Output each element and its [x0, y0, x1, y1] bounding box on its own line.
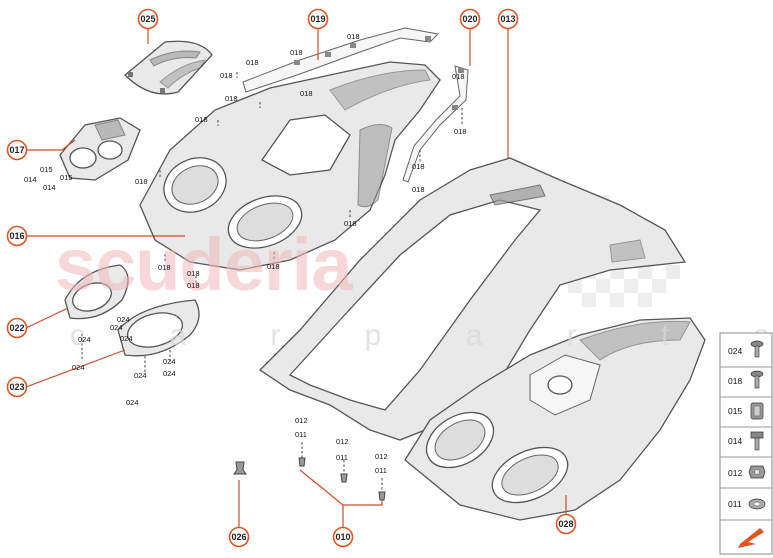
svg-text:020: 020 [462, 14, 477, 24]
label-024: 024 [110, 323, 123, 332]
label-018: 018 [347, 32, 360, 41]
label-012: 012 [295, 416, 308, 425]
callout-022[interactable]: 022 [6, 317, 28, 339]
svg-text:011: 011 [728, 499, 742, 509]
svg-text:018: 018 [728, 376, 742, 386]
part-026-clip [233, 461, 247, 475]
svg-text:019: 019 [310, 14, 325, 24]
part-010-fasteners [298, 442, 386, 501]
part-022-ring [64, 264, 129, 320]
arrow-back-icon [738, 528, 764, 548]
svg-text:023: 023 [9, 382, 24, 392]
part-028-right-panel [404, 317, 706, 521]
svg-text:022: 022 [9, 323, 24, 333]
label-018: 018 [246, 58, 259, 67]
label-018: 018 [267, 262, 280, 271]
label-018: 018 [220, 71, 233, 80]
svg-text:016: 016 [9, 231, 24, 241]
part-number-labels: 018 018 018 018 018 018 018 018 018 018 … [24, 32, 467, 475]
legend-item-012[interactable]: 012 [728, 465, 766, 479]
spring-nut-icon [750, 402, 764, 420]
label-018: 018 [187, 269, 200, 278]
legend-item-018[interactable]: 018 [728, 370, 764, 389]
label-011: 011 [336, 453, 348, 462]
callout-013[interactable]: 013 [497, 8, 519, 30]
label-018: 018 [225, 94, 238, 103]
legend-item-024[interactable]: 024 [728, 340, 764, 358]
label-018: 018 [187, 281, 200, 290]
label-018: 018 [344, 219, 357, 228]
label-018: 018 [412, 162, 425, 171]
svg-text:013: 013 [500, 14, 515, 24]
callouts: 025 019 020 013 017 016 022 023 [6, 8, 577, 548]
leader-lines [25, 27, 567, 527]
svg-text:012: 012 [728, 468, 742, 478]
label-011: 011 [295, 430, 307, 439]
washer-icon [748, 498, 766, 510]
part-016-left-panel [139, 61, 441, 271]
legend-back-button[interactable] [722, 522, 770, 552]
label-024: 024 [163, 357, 176, 366]
svg-text:028: 028 [558, 519, 573, 529]
label-024: 024 [126, 398, 139, 407]
screw-icon [750, 370, 764, 389]
label-011: 011 [375, 466, 387, 475]
legend-item-011[interactable]: 011 [728, 498, 766, 510]
label-014: 014 [43, 183, 56, 192]
part-025-cover [124, 40, 213, 95]
callout-017[interactable]: 017 [6, 139, 28, 161]
part-019-trim-strip [242, 27, 440, 93]
label-018: 018 [158, 263, 171, 272]
svg-text:010: 010 [335, 532, 350, 542]
callout-023[interactable]: 023 [6, 376, 28, 398]
part-017-bracket [59, 117, 141, 181]
svg-text:024: 024 [728, 346, 742, 356]
label-018: 018 [412, 185, 425, 194]
label-018: 018 [135, 177, 148, 186]
svg-text:025: 025 [140, 14, 155, 24]
label-015: 015 [40, 165, 53, 174]
callout-020[interactable]: 020 [459, 8, 481, 30]
callout-028[interactable]: 028 [555, 513, 577, 535]
svg-text:014: 014 [728, 436, 742, 446]
legend-item-014[interactable]: 014 [728, 431, 764, 451]
label-015: 015 [60, 173, 73, 182]
label-018: 018 [454, 127, 467, 136]
callout-019[interactable]: 019 [307, 8, 329, 30]
screw-icon [750, 340, 764, 358]
label-024: 024 [72, 363, 85, 372]
label-018: 018 [300, 89, 313, 98]
label-024: 024 [120, 334, 133, 343]
callout-010[interactable]: 010 [332, 526, 354, 548]
callout-016[interactable]: 016 [6, 225, 28, 247]
label-024: 024 [163, 369, 176, 378]
legend-item-015[interactable]: 015 [728, 402, 764, 420]
fastener-legend: 024 018 015 014 [719, 332, 773, 555]
svg-text:017: 017 [9, 145, 24, 155]
label-018: 018 [452, 72, 465, 81]
watermark-brand: scuderia [55, 223, 353, 306]
label-018: 018 [290, 48, 303, 57]
label-018: 018 [195, 115, 208, 124]
part-020-trim-strip [402, 65, 469, 183]
bolt-icon [750, 431, 764, 451]
part-013-frame [258, 157, 687, 441]
label-014: 014 [24, 175, 37, 184]
label-012: 012 [375, 452, 388, 461]
svg-text:026: 026 [231, 532, 246, 542]
callout-025[interactable]: 025 [137, 8, 159, 30]
label-024: 024 [78, 335, 91, 344]
label-012: 012 [336, 437, 349, 446]
fastener-dash-lines [81, 72, 463, 372]
label-024: 024 [117, 315, 130, 324]
callout-026[interactable]: 026 [228, 526, 250, 548]
part-023-ring [117, 299, 200, 357]
svg-text:015: 015 [728, 406, 742, 416]
watermark-sub: c a r p a r t s [70, 319, 773, 352]
label-024: 024 [134, 371, 147, 380]
nut-icon [748, 465, 766, 479]
